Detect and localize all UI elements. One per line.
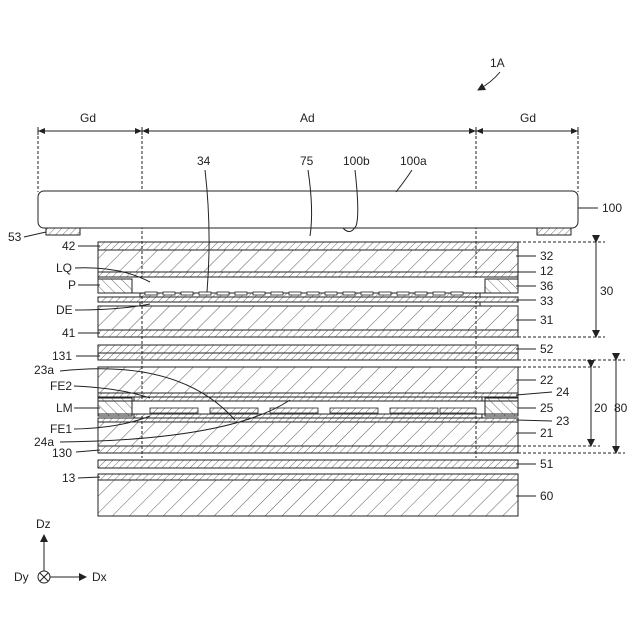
device-label: 1A — [490, 56, 505, 70]
layer-130 — [98, 446, 518, 453]
label-131: 131 — [52, 349, 72, 363]
layer-22 — [98, 367, 518, 393]
label-DE: DE — [56, 303, 73, 317]
layer-51 — [98, 460, 518, 468]
label-51: 51 — [540, 457, 554, 471]
cover-substrate-100 — [38, 191, 578, 228]
label-100a: 100a — [400, 154, 427, 168]
bracket-80-label: 80 — [614, 401, 628, 415]
label-21: 21 — [540, 426, 554, 440]
region-gd-right-label: Gd — [520, 111, 536, 125]
layer-12 — [98, 272, 518, 277]
label-FE2: FE2 — [50, 379, 72, 393]
label-52: 52 — [540, 342, 554, 356]
label-LM: LM — [56, 401, 73, 415]
axis-dx-label: Dx — [92, 570, 107, 584]
label-12: 12 — [540, 264, 554, 278]
layer-42 — [98, 242, 518, 250]
label-100b: 100b — [343, 154, 370, 168]
liquid-crystal-LQ — [98, 277, 518, 293]
device-label-arrow — [478, 72, 500, 90]
region-ad-label: Ad — [300, 111, 315, 125]
label-31: 31 — [540, 313, 554, 327]
axis-dy-label: Dy — [14, 570, 29, 584]
seal-LM-left — [98, 398, 132, 416]
label-13: 13 — [62, 471, 76, 485]
bracket-30-label: 30 — [600, 284, 614, 298]
bracket-20-label: 20 — [594, 401, 608, 415]
layer-52 — [98, 345, 518, 353]
leader-100a — [396, 170, 412, 192]
label-53: 53 — [8, 230, 22, 244]
seal-25-right — [485, 398, 518, 416]
label-FE1: FE1 — [50, 422, 72, 436]
seal-36-right — [485, 279, 518, 293]
label-23a: 23a — [34, 363, 54, 377]
layer-131 — [98, 353, 518, 360]
seal-P-left — [98, 279, 132, 293]
electrode-DE — [140, 302, 480, 306]
axes-indicator: Dz Dy Dx — [14, 517, 107, 584]
label-32: 32 — [540, 249, 554, 263]
pad-53-left — [46, 228, 80, 235]
substrate-60 — [98, 480, 518, 516]
layer-FE1 — [134, 414, 482, 418]
layer-32 — [98, 250, 518, 272]
label-24: 24 — [556, 385, 570, 399]
layer-23 — [98, 418, 518, 422]
label-42: 42 — [62, 239, 76, 253]
label-LQ: LQ — [56, 261, 72, 275]
pad-53-right — [537, 228, 571, 235]
label-130: 130 — [52, 446, 72, 460]
label-36: 36 — [540, 279, 554, 293]
layer-21 — [98, 422, 518, 446]
layer-33 — [98, 297, 518, 302]
layer-31 — [98, 306, 518, 330]
label-75: 75 — [300, 154, 314, 168]
label-22: 22 — [540, 373, 554, 387]
layer-24 — [98, 393, 518, 397]
label-P: P — [68, 278, 76, 292]
layer-FE2 — [134, 397, 482, 401]
label-25: 25 — [540, 401, 554, 415]
layer-stack — [98, 242, 518, 516]
label-100: 100 — [602, 201, 622, 215]
label-41: 41 — [62, 326, 76, 340]
axis-dz-label: Dz — [36, 517, 51, 531]
label-34: 34 — [197, 154, 211, 168]
label-33: 33 — [540, 294, 554, 308]
layer-13 — [98, 474, 518, 480]
label-23: 23 — [556, 414, 570, 428]
label-60: 60 — [540, 489, 554, 503]
region-gd-left-label: Gd — [80, 111, 96, 125]
layer-41 — [98, 330, 518, 337]
